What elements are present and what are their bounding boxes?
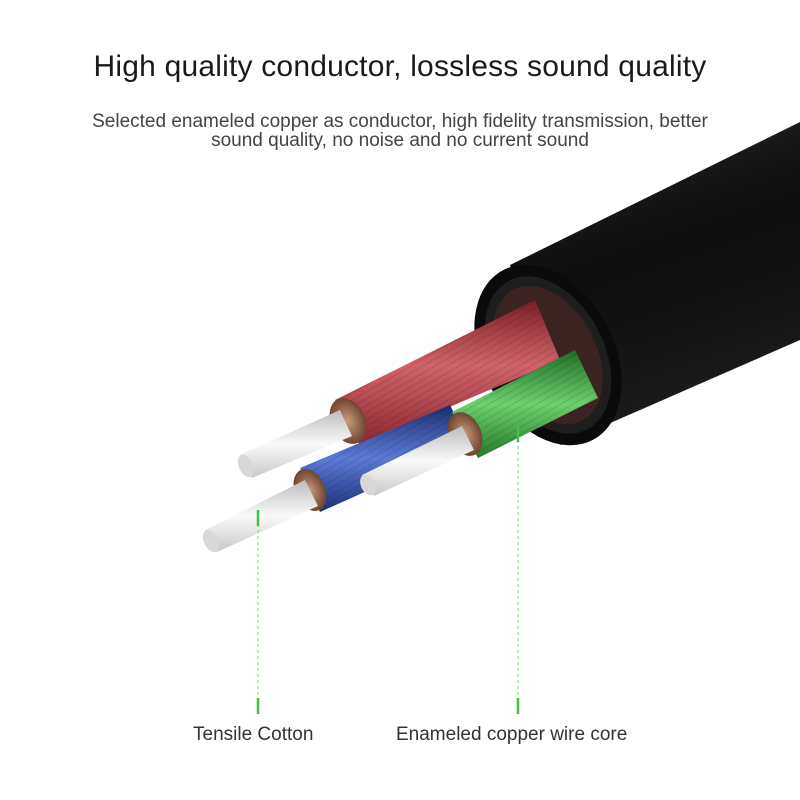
- copper-core-label: Enameled copper wire core: [396, 724, 628, 745]
- red-insulated-wire: [329, 300, 560, 445]
- tensile-cotton-label: Tensile Cotton: [193, 724, 314, 745]
- page-title: High quality conductor, lossless sound q…: [93, 50, 707, 83]
- page-subtitle: Selected enameled copper as conductor, h…: [92, 111, 708, 151]
- tensile-cotton-cores: [202, 410, 474, 553]
